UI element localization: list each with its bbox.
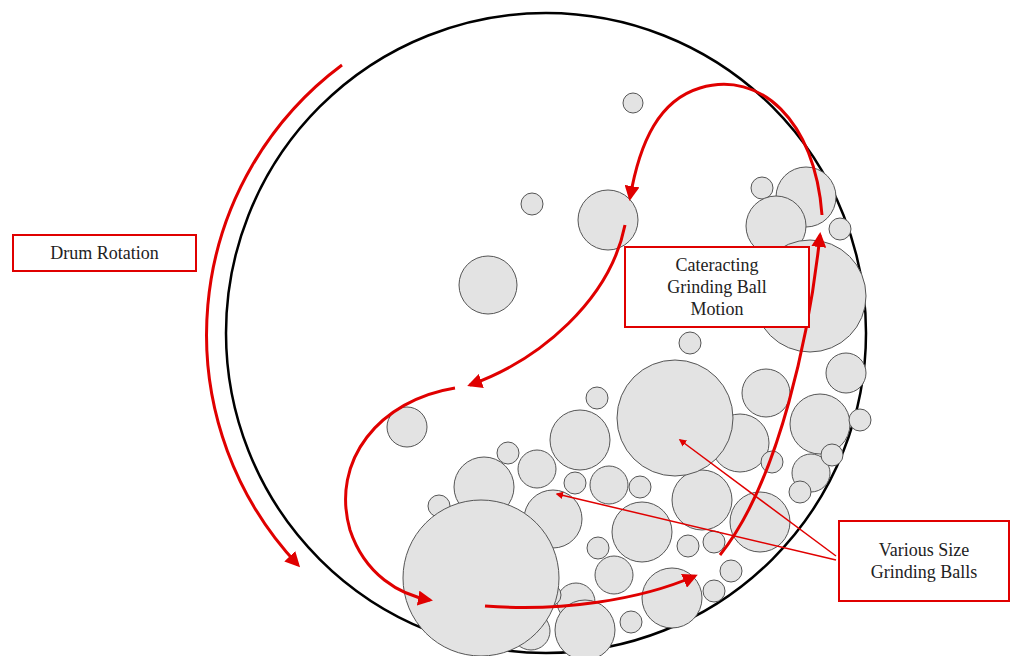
motion-arrows <box>207 65 822 608</box>
label-text: Drum Rotation <box>50 242 159 264</box>
leader-lines <box>557 440 836 560</box>
label-text: Cateracting Grinding Ball Motion <box>642 254 792 320</box>
label-box: Drum Rotation <box>12 234 197 272</box>
label-box: Cateracting Grinding Ball Motion <box>624 246 810 328</box>
label-box: Various Size Grinding Balls <box>838 520 1010 602</box>
grinding-balls <box>387 93 871 656</box>
label-text: Various Size Grinding Balls <box>854 539 994 583</box>
